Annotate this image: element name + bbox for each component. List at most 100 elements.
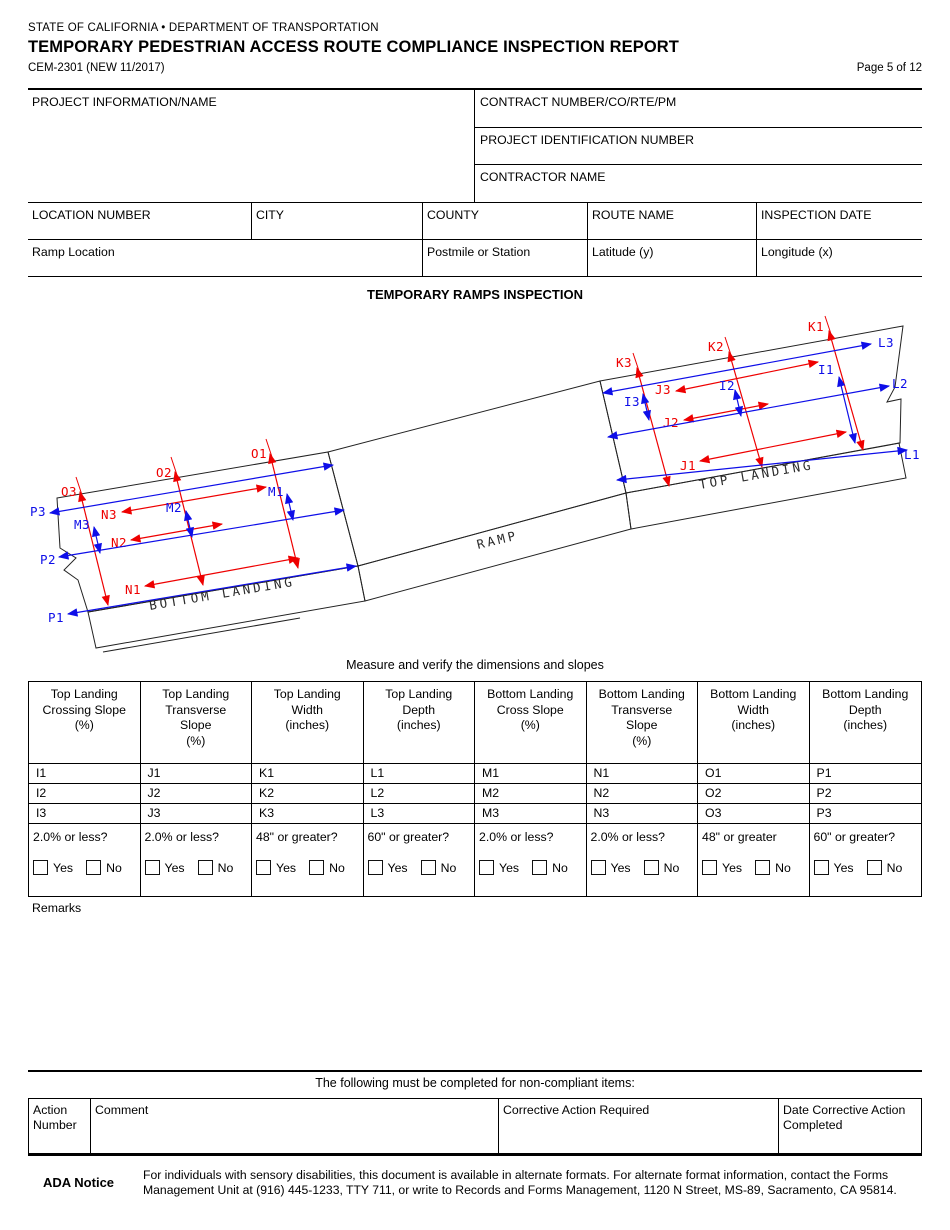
diagram-text-ramp: RAMP [475, 528, 519, 552]
no-checkbox[interactable] [309, 860, 325, 875]
measurement-cell-I1[interactable]: I1 [29, 764, 141, 783]
no-checkbox[interactable] [866, 860, 882, 875]
measurement-cell-P2[interactable]: P2 [816, 786, 832, 800]
no-checkbox[interactable] [532, 860, 548, 875]
yes-label: Yes [164, 860, 185, 875]
yes-checkbox[interactable] [367, 860, 383, 875]
measurement-cell-I2[interactable]: I2 [29, 784, 141, 803]
remarks-label: Remarks [32, 901, 82, 915]
ramp-location-field[interactable]: Ramp Location [28, 240, 423, 276]
no-checkbox[interactable] [643, 860, 659, 875]
yes-label: Yes [387, 860, 408, 875]
dimension-label-L2: L2 [892, 376, 908, 391]
comment-field[interactable]: Comment [91, 1099, 499, 1153]
measurement-cell-M1[interactable]: M1 [475, 764, 587, 783]
criteria-question: 2.0% or less? [144, 830, 220, 844]
no-checkbox[interactable] [86, 860, 102, 875]
county-field-label: COUNTY [427, 208, 479, 222]
measurement-cell-K1[interactable]: K1 [252, 764, 364, 783]
dimension-label-I1: I1 [818, 362, 834, 377]
measurement-cell-O2[interactable]: O2 [698, 784, 810, 803]
measurement-cell-N3[interactable]: N3 [587, 804, 698, 823]
dimension-label-L1: L1 [904, 447, 920, 462]
route-name-field-label: ROUTE NAME [592, 208, 674, 222]
dimension-label-I2: I2 [719, 378, 735, 393]
criteria-question: 48" or greater [702, 830, 777, 844]
measurement-cell-J1[interactable]: J1 [141, 764, 252, 783]
yes-label: Yes [833, 860, 854, 875]
project-id-field[interactable]: PROJECT IDENTIFICATION NUMBER [475, 128, 922, 166]
yes-checkbox[interactable] [33, 860, 48, 875]
measurement-cell-O1[interactable]: O1 [698, 764, 810, 783]
criteria-question: 2.0% or less? [33, 830, 108, 844]
latitude-field[interactable]: Latitude (y) [588, 240, 757, 276]
longitude-field[interactable]: Longitude (x) [757, 240, 922, 276]
criteria-question: 2.0% or less? [590, 830, 666, 844]
ada-notice-text: For individuals with sensory disabilitie… [143, 1168, 897, 1197]
route-name-field[interactable]: ROUTE NAME [588, 203, 757, 239]
dimension-label-M1: M1 [268, 484, 284, 499]
measurement-cell-O3[interactable]: O3 [698, 804, 810, 823]
measurement-cell-K3[interactable]: K3 [252, 804, 364, 823]
city-field-label: CITY [256, 208, 285, 222]
measurement-cell-L2[interactable]: L2 [364, 784, 475, 803]
postmile-station-field[interactable]: Postmile or Station [423, 240, 588, 276]
remarks-field[interactable]: Remarks [28, 897, 922, 917]
measurement-cell-N1[interactable]: N1 [587, 764, 698, 783]
yes-checkbox[interactable] [144, 860, 160, 875]
measurement-cell-M2[interactable]: M2 [475, 784, 587, 803]
project-information-field[interactable]: PROJECT INFORMATION/NAME [28, 90, 475, 202]
contract-number-field[interactable]: CONTRACT NUMBER/CO/RTE/PM [475, 90, 922, 128]
dimension-label-O3: O3 [61, 484, 77, 499]
measurement-cell-K2[interactable]: K2 [252, 784, 364, 803]
measurement-cell-J2[interactable]: J2 [141, 784, 252, 803]
yes-checkbox[interactable] [702, 860, 717, 875]
contractor-name-field[interactable]: CONTRACTOR NAME [475, 165, 922, 202]
measurement-cell-M3[interactable]: M3 [475, 804, 587, 823]
yes-checkbox[interactable] [813, 860, 829, 875]
ada-notice: ADA Notice For individuals with sensory … [28, 1168, 922, 1198]
page-title: TEMPORARY PEDESTRIAN ACCESS ROUTE COMPLI… [28, 38, 679, 56]
no-checkbox[interactable] [755, 860, 771, 875]
no-label: No [552, 860, 568, 875]
measurement-cell-L1[interactable]: L1 [364, 764, 475, 783]
measurement-cell-P3[interactable]: P3 [816, 806, 832, 820]
dimension-label-P2: P2 [40, 552, 56, 567]
dimension-label-O1: O1 [251, 446, 267, 461]
inspection-date-field[interactable]: INSPECTION DATE [757, 203, 922, 239]
no-checkbox[interactable] [420, 860, 436, 875]
dimension-label-P3: P3 [30, 504, 46, 519]
section-title: TEMPORARY RAMPS INSPECTION [367, 287, 583, 302]
yes-checkbox[interactable] [590, 860, 606, 875]
measurement-cell-P1[interactable]: P1 [816, 766, 832, 780]
county-field[interactable]: COUNTY [423, 203, 588, 239]
location-number-field[interactable]: LOCATION NUMBER [28, 203, 252, 239]
yes-label: Yes [53, 860, 74, 875]
yes-checkbox[interactable] [256, 860, 271, 875]
measurement-cell-J3[interactable]: J3 [141, 804, 252, 823]
yes-checkbox[interactable] [479, 860, 494, 875]
city-field[interactable]: CITY [252, 203, 423, 239]
no-checkbox[interactable] [197, 860, 213, 875]
no-label: No [329, 860, 345, 875]
corrective-action-field[interactable]: Corrective Action Required [499, 1099, 779, 1153]
diagram-text-top-landing: TOP LANDING [698, 457, 815, 492]
longitude-field-label: Longitude (x) [761, 245, 833, 259]
measurement-cell-L3[interactable]: L3 [364, 804, 475, 823]
measurement-cell-N2[interactable]: N2 [587, 784, 698, 803]
measurement-cell-I3[interactable]: I3 [29, 804, 141, 823]
